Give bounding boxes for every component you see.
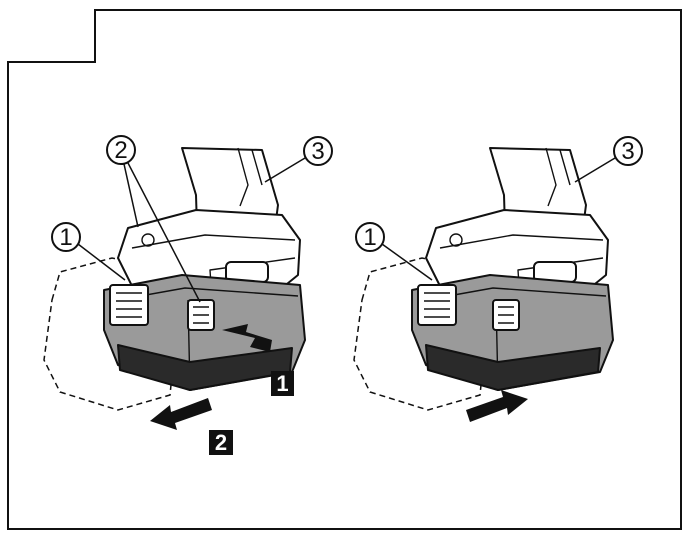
callout-label: 3 — [621, 138, 634, 165]
callout-3-right: 3 — [574, 136, 643, 183]
tool-left — [43, 147, 306, 430]
battery-grip — [109, 284, 149, 326]
callout-1-left: 1 — [51, 222, 126, 281]
callout-2-left: 2 — [106, 135, 201, 303]
slide-in-arrow — [466, 390, 528, 422]
step-2-badge: 2 — [209, 430, 233, 455]
callout-1-right: 1 — [355, 222, 433, 281]
step-1-badge: 1 — [271, 371, 294, 396]
step-label: 2 — [215, 430, 227, 455]
callout-label: 2 — [114, 137, 127, 164]
step-label: 1 — [276, 371, 288, 396]
figure-frame — [7, 9, 682, 530]
press-arrow — [222, 324, 272, 352]
callout-label: 3 — [311, 138, 324, 165]
callout-label: 1 — [363, 224, 376, 251]
slide-out-arrow — [150, 398, 212, 430]
tool-right — [353, 147, 614, 422]
battery-bottom — [425, 344, 601, 391]
callout-3-left: 3 — [264, 136, 333, 183]
battery-grip — [417, 284, 457, 326]
callout-label: 1 — [59, 224, 72, 251]
